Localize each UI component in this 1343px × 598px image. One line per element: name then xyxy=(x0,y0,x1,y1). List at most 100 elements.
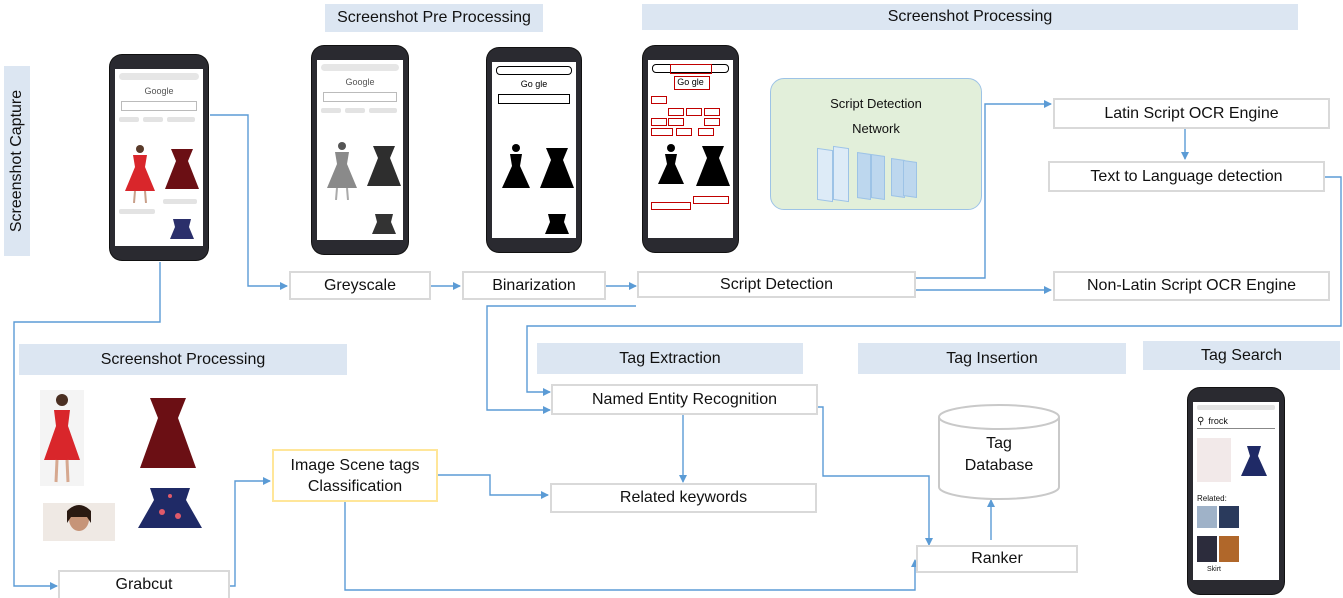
arrow-language-to-ner xyxy=(526,176,1342,396)
network-layer xyxy=(903,160,917,198)
related-thumbnail[interactable] xyxy=(1219,506,1239,528)
latin-ocr-box: Latin Script OCR Engine xyxy=(1053,98,1330,129)
red-dress-image xyxy=(125,145,155,203)
dark-grey-dress-image xyxy=(367,146,401,186)
tag-database-line1: Tag xyxy=(986,435,1012,452)
maroon-dress-cutout xyxy=(140,398,196,468)
binarization-box: Binarization xyxy=(462,271,606,300)
tag-database-line2: Database xyxy=(964,457,1034,474)
url-bar xyxy=(496,66,572,75)
image-scene-tags-box: Image Scene tags Classification xyxy=(272,449,438,502)
grey-dress-image xyxy=(327,142,357,200)
search-bar xyxy=(121,101,197,111)
image-scene-tags-line2: Classification xyxy=(307,477,403,495)
search-logo: Go gle xyxy=(520,79,548,89)
detected-text-box xyxy=(651,128,673,136)
network-layer xyxy=(857,152,871,200)
portrait-cutout xyxy=(67,505,91,531)
section-header-tag-insertion: Tag Insertion xyxy=(858,343,1126,374)
status-bar xyxy=(1197,405,1275,410)
network-label-line1: Script Detection xyxy=(830,96,922,111)
cutout-floral-dress-photo xyxy=(128,484,212,530)
section-header-capture: Screenshot Capture xyxy=(4,66,30,256)
arrow-capture-to-grabcut xyxy=(13,262,161,590)
network-label-line2: Network xyxy=(852,121,900,136)
section-header-tag-search: Tag Search xyxy=(1143,341,1340,370)
related-thumbnail[interactable] xyxy=(1197,536,1217,562)
section-header-tag-extraction: Tag Extraction xyxy=(537,343,803,374)
detected-text-box xyxy=(704,108,720,116)
search-field[interactable]: ⚲ frock xyxy=(1197,414,1275,429)
result-dress-image xyxy=(1241,446,1267,476)
section-header-pre-processing: Screenshot Pre Processing xyxy=(325,4,543,32)
greyscale-box: Greyscale xyxy=(289,271,431,300)
image-scene-tags-line1: Image Scene tags xyxy=(290,456,420,474)
phone-screen: Go gle xyxy=(492,62,576,238)
tag-database-cylinder xyxy=(938,404,1060,500)
tag-search-phone: ⚲ frock Related: Skirt xyxy=(1188,388,1284,594)
phone-screen: ⚲ frock Related: Skirt xyxy=(1193,402,1279,580)
arrow-scene-to-keywords xyxy=(438,474,549,499)
search-logo: Go gle xyxy=(677,77,704,87)
detected-text-box xyxy=(651,118,667,126)
detected-text-box xyxy=(686,108,702,116)
text-to-language-box: Text to Language detection xyxy=(1048,161,1325,192)
arrow-scene-to-ranker xyxy=(344,500,919,591)
arrow-capture-to-greyscale xyxy=(210,114,288,290)
filter-chip xyxy=(369,108,397,113)
skirt-label: Skirt xyxy=(1207,566,1221,573)
filter-chip xyxy=(321,108,341,113)
detected-text-box xyxy=(668,118,684,126)
detected-text-box xyxy=(693,196,729,204)
url-bar xyxy=(119,73,199,80)
caption-line xyxy=(119,209,155,214)
arrow-script-to-latin xyxy=(916,100,1052,279)
capture-phone: Google xyxy=(110,55,208,260)
phone-screen: Google xyxy=(115,69,203,246)
filter-chip xyxy=(119,117,139,122)
floral-dress-image xyxy=(170,219,194,239)
related-thumbnail[interactable] xyxy=(1219,536,1239,562)
black-dress-image xyxy=(545,214,569,234)
detected-text-box xyxy=(676,128,692,136)
search-query: frock xyxy=(1208,416,1228,426)
phone-screen: Go gle xyxy=(648,60,733,238)
related-keywords-box: Related keywords xyxy=(550,483,817,513)
network-layer xyxy=(833,145,849,203)
detected-text-box xyxy=(698,128,714,136)
black-dress-image xyxy=(696,146,730,186)
ranker-box: Ranker xyxy=(916,545,1078,573)
non-latin-ocr-box: Non-Latin Script OCR Engine xyxy=(1053,271,1330,301)
network-layer xyxy=(871,154,885,200)
filter-chip xyxy=(345,108,365,113)
arrow-script-to-ner xyxy=(486,305,636,414)
tag-database-label: Tag Database xyxy=(937,433,1061,477)
detected-text-box xyxy=(651,202,691,210)
search-bar xyxy=(323,92,397,102)
cutout-red-dress-photo xyxy=(40,390,84,486)
black-dress-image xyxy=(658,144,684,184)
maroon-dress-image xyxy=(165,149,199,189)
script-detection-network: Script Detection Network xyxy=(770,78,982,210)
arrow-grabcut-to-scene xyxy=(230,477,271,587)
floral-dress-cutout xyxy=(138,488,202,528)
network-layer xyxy=(817,147,833,203)
ner-box: Named Entity Recognition xyxy=(551,384,818,415)
black-dress-image xyxy=(502,144,530,188)
section-header-processing-left: Screenshot Processing xyxy=(19,344,347,375)
related-thumbnail[interactable] xyxy=(1197,506,1217,528)
result-thumbnail xyxy=(1197,438,1231,482)
detected-text-box xyxy=(704,118,720,126)
detected-text-box xyxy=(651,96,667,104)
search-bar xyxy=(498,94,570,104)
detected-text-box xyxy=(668,108,684,116)
url-bar xyxy=(321,64,399,71)
phone-screen: Google xyxy=(317,60,403,240)
grabcut-box: Grabcut xyxy=(58,570,230,598)
greyscale-phone: Google xyxy=(312,46,408,254)
filter-chip xyxy=(143,117,163,122)
detected-text-box xyxy=(674,76,710,90)
filter-chip xyxy=(167,117,195,122)
